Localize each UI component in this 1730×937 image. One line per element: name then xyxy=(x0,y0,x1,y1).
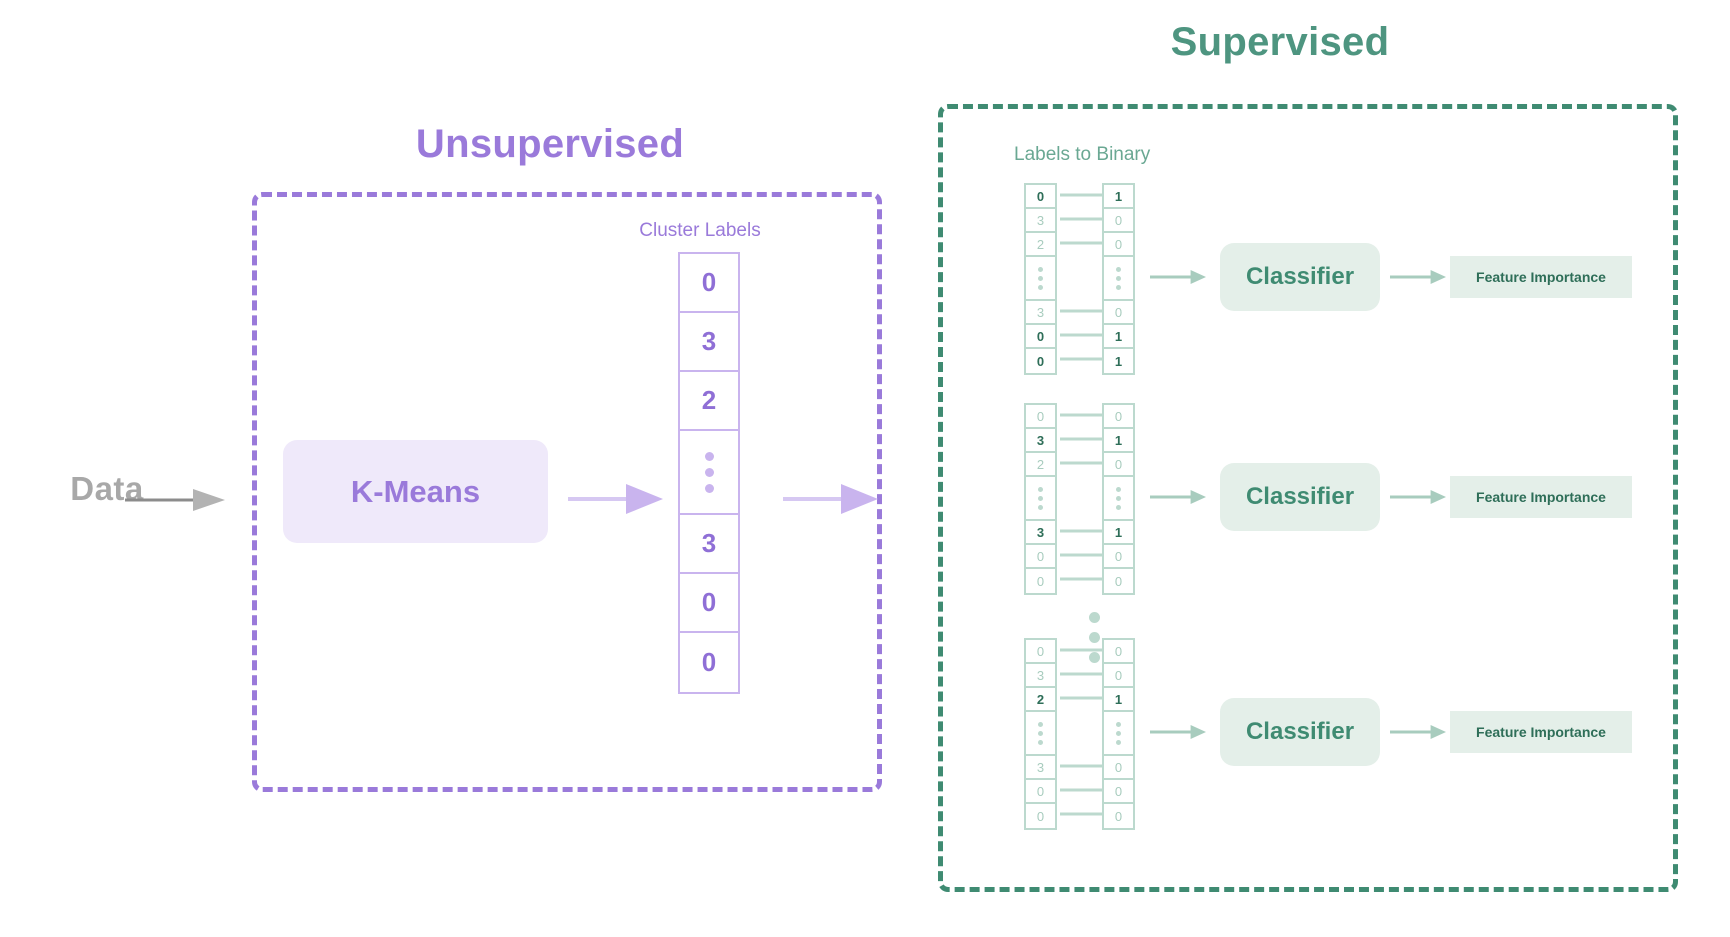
binary-label-cell: 0 xyxy=(1104,756,1133,780)
binary-label-cell: 0 xyxy=(1104,640,1133,664)
classifier-label: Classifier xyxy=(1245,263,1355,290)
source-label-cell: 3 xyxy=(1026,209,1055,233)
classifier-node[interactable]: Classifier xyxy=(1220,463,1380,531)
labels-to-binary-title: Labels to Binary xyxy=(1014,144,1151,165)
source-label-cell: 2 xyxy=(1026,688,1055,712)
binary-label-cell: 0 xyxy=(1104,453,1133,477)
kmeans-to-cluster-labels-arrow xyxy=(568,484,663,514)
source-label-cell: 3 xyxy=(1026,429,1055,453)
binary-ellipsis-icon xyxy=(1104,477,1133,521)
source-label-cell: 0 xyxy=(1036,808,1045,824)
supervised-container xyxy=(938,104,1678,892)
classifier-to-feature-importance-arrow xyxy=(1390,490,1446,504)
cluster-labels-title: Cluster Labels xyxy=(639,220,761,241)
supervised-title: Supervised xyxy=(1170,20,1390,64)
binary-label-cell: 0 xyxy=(1104,405,1133,429)
binary-label-cell: 1 xyxy=(1104,521,1133,545)
data-to-unsupervised-arrow xyxy=(125,489,225,511)
cluster-label-cell: 0 xyxy=(701,647,717,677)
source-label-cell: 0 xyxy=(1026,545,1055,569)
source-label-cell: 2 xyxy=(1026,453,1055,477)
binary-label-cell: 0 xyxy=(1104,780,1133,804)
cluster-label-ellipsis-icon xyxy=(680,431,738,515)
feature-importance-node[interactable]: Feature Importance xyxy=(1450,256,1632,298)
binary-label-cell: 0 xyxy=(1104,233,1133,257)
kmeans-node[interactable]: K-Means xyxy=(283,440,548,543)
binary-to-classifier-arrow xyxy=(1150,725,1206,739)
source-label-cell: 3 xyxy=(1026,301,1055,325)
source-label-cell: 3 xyxy=(1026,521,1055,545)
groups-ellipsis-icon xyxy=(1089,612,1100,672)
source-label-cell: 0 xyxy=(1026,640,1055,664)
binary-label-cell: 0 xyxy=(1104,545,1133,569)
cluster-label-cell: 3 xyxy=(680,515,738,574)
feature-importance-label: Feature Importance xyxy=(1476,269,1606,285)
source-ellipsis-icon xyxy=(1026,712,1055,756)
source-label-cell: 0 xyxy=(1026,405,1055,429)
cluster-label-cell: 0 xyxy=(680,574,738,633)
binary-label-cell: 1 xyxy=(1104,429,1133,453)
binary-to-classifier-arrow xyxy=(1150,490,1206,504)
cluster-label-cell: 0 xyxy=(680,254,738,313)
feature-importance-node[interactable]: Feature Importance xyxy=(1450,476,1632,518)
binary-label-cell: 0 xyxy=(1104,301,1133,325)
source-label-cell: 0 xyxy=(1026,185,1055,209)
source-label-cell: 0 xyxy=(1036,573,1045,589)
binary-label-cell: 0 xyxy=(1114,573,1123,589)
cluster-labels-to-supervised-arrow xyxy=(783,484,878,514)
kmeans-label: K-Means xyxy=(350,473,481,509)
source-label-cell: 3 xyxy=(1026,756,1055,780)
classifier-label: Classifier xyxy=(1245,718,1355,745)
unsupervised-container xyxy=(252,192,882,792)
binary-label-cell: 1 xyxy=(1104,185,1133,209)
binary-to-classifier-arrow xyxy=(1150,270,1206,284)
feature-importance-label: Feature Importance xyxy=(1476,489,1606,505)
feature-importance-node[interactable]: Feature Importance xyxy=(1450,711,1632,753)
classifier-to-feature-importance-arrow xyxy=(1390,725,1446,739)
cluster-label-cell: 2 xyxy=(680,372,738,431)
binary-label-cell: 1 xyxy=(1104,688,1133,712)
unsupervised-title: Unsupervised xyxy=(415,122,685,166)
binary-label-cell: 1 xyxy=(1104,325,1133,349)
binary-ellipsis-icon xyxy=(1104,257,1133,301)
classifier-to-feature-importance-arrow xyxy=(1390,270,1446,284)
source-ellipsis-icon xyxy=(1026,257,1055,301)
source-label-cell: 0 xyxy=(1026,780,1055,804)
source-ellipsis-icon xyxy=(1026,477,1055,521)
classifier-label: Classifier xyxy=(1245,483,1355,510)
cluster-label-cell: 3 xyxy=(680,313,738,372)
classifier-node[interactable]: Classifier xyxy=(1220,698,1380,766)
binary-label-cell: 0 xyxy=(1114,808,1123,824)
feature-importance-label: Feature Importance xyxy=(1476,724,1606,740)
binary-label-cell: 1 xyxy=(1114,353,1123,369)
source-label-cell: 3 xyxy=(1026,664,1055,688)
classifier-node[interactable]: Classifier xyxy=(1220,243,1380,311)
source-label-cell: 2 xyxy=(1026,233,1055,257)
binary-label-cell: 0 xyxy=(1104,209,1133,233)
binary-ellipsis-icon xyxy=(1104,712,1133,756)
source-label-cell: 0 xyxy=(1036,353,1045,369)
binary-label-cell: 0 xyxy=(1104,664,1133,688)
source-label-cell: 0 xyxy=(1026,325,1055,349)
